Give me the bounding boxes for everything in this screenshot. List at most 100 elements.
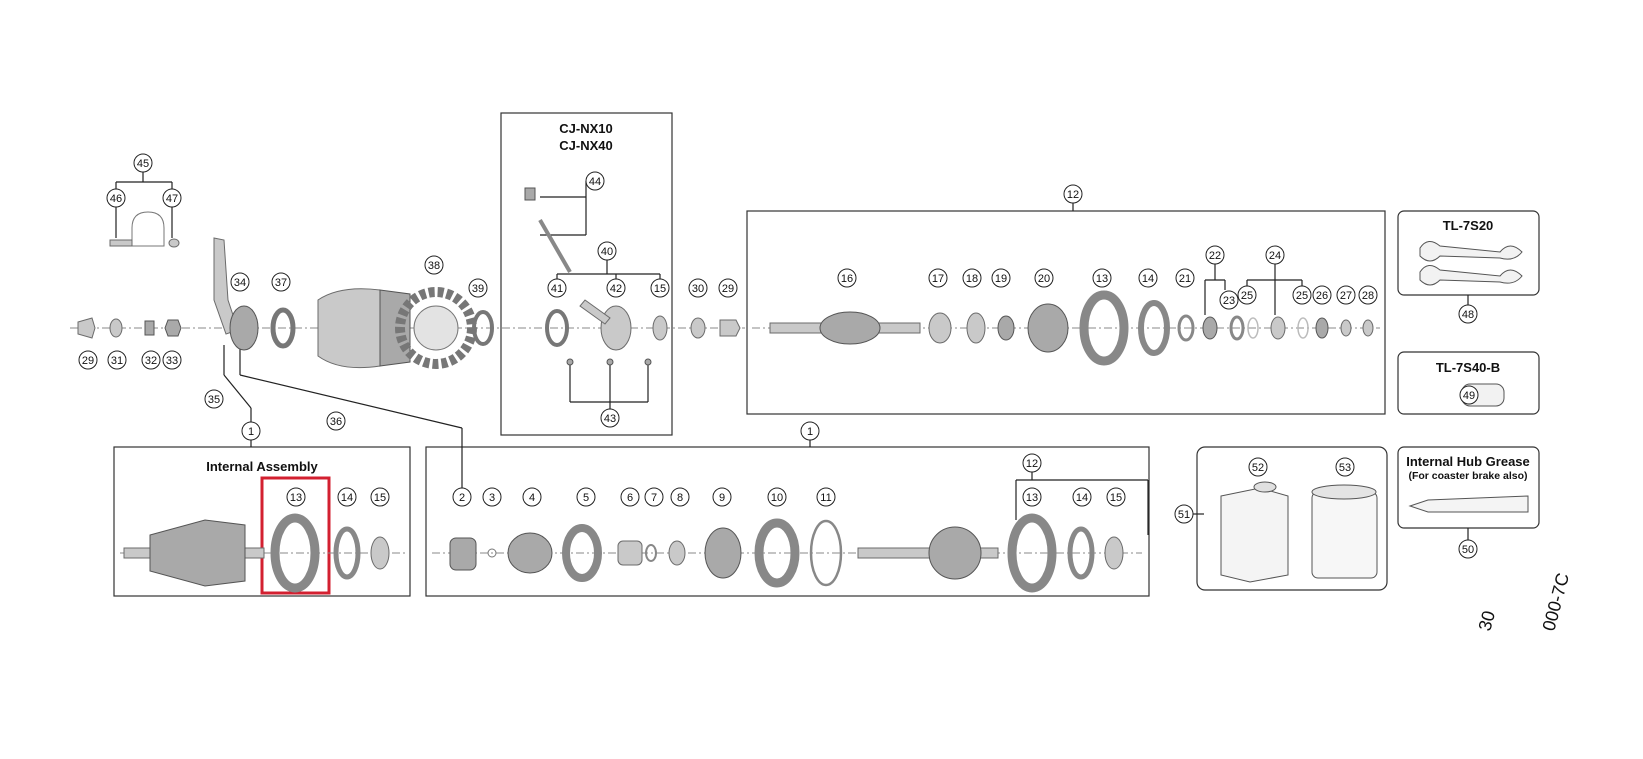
callout-23: 23 — [1223, 295, 1235, 307]
callout-12-bottom: 12 — [1026, 458, 1038, 470]
hub-grease-title: Internal Hub Grease — [1406, 454, 1530, 469]
part-33-locknut — [164, 319, 182, 337]
part-16-driver — [819, 311, 881, 345]
drawing-code-right: 000-7C — [1539, 571, 1574, 633]
callout-4: 4 — [529, 492, 535, 504]
callout-15-tensioner: 15 — [654, 283, 666, 295]
callout-38: 38 — [428, 260, 440, 272]
callout-14-top: 14 — [1142, 273, 1154, 285]
hub-grease-subtitle: (For coaster brake also) — [1408, 470, 1527, 482]
grease-oil-box — [1196, 446, 1388, 591]
callout-20: 20 — [1038, 273, 1050, 285]
callout-42: 42 — [610, 283, 622, 295]
chain-tensioner-box — [500, 112, 673, 436]
callout-30: 30 — [692, 283, 704, 295]
tool-socket-title: TL-7S40-B — [1436, 360, 1500, 375]
callout-17: 17 — [932, 273, 944, 285]
part-30-washer — [690, 317, 706, 339]
part-44-cable-arm — [579, 299, 611, 325]
detail-part-15-dust-cap — [1104, 536, 1124, 570]
callout-18: 18 — [966, 273, 978, 285]
part-20-carrier — [1027, 303, 1069, 353]
callout-32: 32 — [145, 355, 157, 367]
part-9-clutch — [704, 527, 742, 579]
callout-9: 9 — [719, 492, 725, 504]
tool-wrench-title: TL-7S20 — [1443, 218, 1494, 233]
part-19-ring — [997, 315, 1015, 341]
callout-5: 5 — [583, 492, 589, 504]
callout-35: 35 — [208, 394, 220, 406]
part-3-clip — [487, 548, 497, 558]
callout-36: 36 — [330, 416, 342, 428]
callout-53: 53 — [1339, 462, 1351, 474]
part-26-nut — [1315, 317, 1329, 339]
callout-37: 37 — [275, 277, 287, 289]
part-53-grease-tub — [1311, 491, 1378, 579]
part-34-brake-cone — [229, 305, 259, 351]
part-38-sprocket-hub — [413, 305, 459, 351]
callout-28: 28 — [1362, 290, 1374, 302]
part-7-ring — [645, 544, 657, 562]
callout-13-internal: 13 — [290, 492, 302, 504]
callout-29-right: 29 — [722, 283, 734, 295]
callout-33: 33 — [166, 355, 178, 367]
callout-6: 6 — [627, 492, 633, 504]
part-52-cap — [1253, 481, 1277, 493]
internal-assembly-box — [113, 446, 411, 597]
callout-48: 48 — [1462, 309, 1474, 321]
drawing-code-left: 30 — [1475, 609, 1500, 634]
part-25-seal-2 — [1297, 317, 1309, 339]
part-29-nut-left — [77, 317, 96, 339]
part-14-ring — [1138, 300, 1170, 356]
callout-11: 11 — [820, 492, 831, 504]
callout-3: 3 — [489, 492, 495, 504]
callout-31: 31 — [111, 355, 123, 367]
callout-22: 22 — [1209, 250, 1221, 262]
part-44-cable — [538, 219, 572, 273]
callout-29-left: 29 — [82, 355, 94, 367]
callout-13-top: 13 — [1096, 273, 1108, 285]
part-27-washer — [1340, 319, 1352, 337]
callout-46: 46 — [110, 193, 122, 205]
chain-tensioner-title-1: CJ-NX10 — [559, 121, 612, 136]
callout-10: 10 — [771, 492, 783, 504]
callout-27: 27 — [1340, 290, 1352, 302]
part-44-cable-fixer — [524, 187, 536, 201]
callout-15-detail: 15 — [1110, 492, 1122, 504]
ia-part-15-dust-cap — [370, 536, 390, 570]
callout-13-detail: 13 — [1026, 492, 1038, 504]
part-43-screw-1 — [566, 358, 574, 366]
detail-axle — [857, 547, 999, 559]
leader-lines — [115, 172, 1478, 540]
callout-16: 16 — [841, 273, 853, 285]
callout-1-right: 1 — [807, 426, 813, 438]
ia-gear-unit — [149, 519, 246, 587]
part-22-cone — [1202, 316, 1218, 340]
callout-2: 2 — [459, 492, 465, 504]
part-45-clamp-band — [131, 211, 165, 247]
callout-25-first: 25 — [1241, 290, 1253, 302]
parts-group-12-box — [746, 210, 1386, 415]
part-4-pawl-carrier — [507, 532, 553, 574]
part-41-washer — [545, 309, 569, 347]
part-15-dust-cap — [652, 315, 668, 341]
callout-8: 8 — [677, 492, 683, 504]
highlight-part-13 — [260, 476, 331, 595]
ia-part-14-ring — [333, 526, 361, 580]
callout-52: 52 — [1252, 462, 1264, 474]
callout-47: 47 — [166, 193, 178, 205]
part-18-ring — [966, 312, 986, 344]
detail-part-14-ring — [1067, 526, 1095, 580]
callouts: 45 46 47 34 37 38 39 29 31 32 33 35 36 1… — [78, 153, 1479, 559]
part-5-ring — [562, 524, 602, 582]
ia-part-13-ring-gear — [270, 513, 320, 593]
parts — [77, 187, 1529, 593]
part-39-snap-ring — [472, 310, 494, 346]
part-2-cone — [449, 537, 477, 571]
part-31-washer — [109, 318, 123, 338]
callout-26: 26 — [1316, 290, 1328, 302]
callout-12-top: 12 — [1067, 189, 1079, 201]
callout-7: 7 — [651, 492, 657, 504]
callout-45: 45 — [137, 158, 149, 170]
